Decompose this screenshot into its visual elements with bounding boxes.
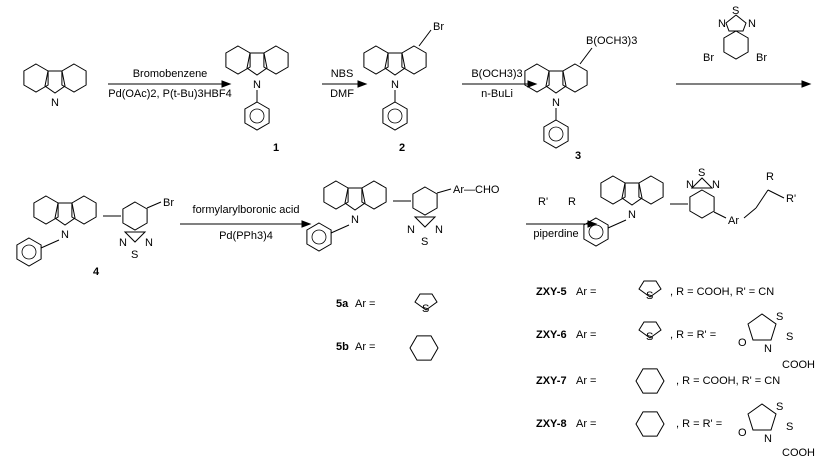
atom-n: N [628, 209, 636, 221]
arrow1-reagent: Bromobenzene [132, 68, 208, 80]
product-label-zxy7: ZXY-7 [536, 375, 567, 387]
cooh-group: COOH [782, 359, 815, 371]
atom-n: N [748, 18, 756, 30]
phenylene-5b [409, 335, 439, 361]
atom-n: N [712, 179, 720, 191]
product-label-zxy8: ZXY-8 [536, 418, 567, 430]
product-ar-zxy6: Ar = [576, 329, 597, 341]
compound-1-structure: N [226, 46, 288, 130]
atom-o: O [738, 337, 747, 349]
atom-n: N [351, 214, 359, 226]
compound-label-4: 4 [92, 266, 100, 278]
product-sub-zxy6: , R = R' = [670, 329, 717, 341]
product-sub-zxy8: , R = R' = [676, 418, 723, 430]
atom-s: S [776, 311, 783, 323]
phenylene-zxy7 [635, 368, 665, 394]
arrow6-r: R [568, 196, 576, 208]
atom-s: S [732, 5, 739, 17]
product-sub-zxy5: , R = COOH, R' = CN [670, 286, 775, 298]
atom-br: Br [163, 197, 174, 209]
compound-3-structure: N B(OCH3)3 [525, 35, 637, 148]
thiophene-zxy6: S [638, 321, 662, 343]
atom-n: N [718, 18, 726, 30]
cooh-group: COOH [782, 447, 815, 459]
arrow3-base: n-BuLi [481, 88, 513, 100]
compound-2-structure: N Br [364, 21, 444, 130]
atom-s: S [421, 236, 428, 248]
atom-n: N [253, 79, 261, 91]
atom-r: R [766, 171, 774, 183]
atom-s: S [698, 167, 705, 179]
arrow2-solvent: DMF [330, 88, 354, 100]
product-label-zxy5: ZXY-5 [536, 286, 567, 298]
compound-5-structure: N S N N Ar—CHO [307, 181, 500, 251]
atom-n: N [686, 179, 694, 191]
atom-n: N [391, 79, 399, 91]
thiophene-5a: S [414, 293, 438, 315]
arrow6-r-prime: R' [538, 196, 549, 208]
product-ar-zxy8: Ar = [576, 418, 597, 430]
atom-n: N [552, 97, 560, 109]
atom-n: N [61, 229, 69, 241]
benzothiadiazole-reagent: S N N [718, 5, 756, 60]
variant-text-5a: Ar = [355, 298, 376, 310]
atom-o: O [738, 427, 747, 439]
arrow5-catalyst: Pd(PPh3)4 [219, 230, 273, 242]
atom-n: N [764, 433, 772, 445]
atom-n: N [119, 237, 127, 249]
reaction-arrows [108, 80, 812, 228]
atom-n: N [51, 97, 59, 109]
compound-label-1: 1 [272, 142, 280, 154]
arrow6-base: piperdine [533, 228, 579, 240]
atom-ar-cho: Ar—CHO [453, 184, 500, 196]
atom-n: N [145, 237, 153, 249]
atom-boronate: B(OCH3)3 [586, 35, 637, 47]
atom-n: N [435, 224, 443, 236]
product-ar-zxy5: Ar = [576, 286, 597, 298]
atom-r-prime: R' [786, 193, 796, 205]
atom-n: N [764, 343, 772, 355]
product-sub-zxy7: , R = COOH, R' = CN [676, 375, 781, 387]
variant-label-5b: 5b [336, 341, 349, 353]
atom-s: S [646, 331, 653, 343]
phenylene-zxy8 [635, 411, 665, 437]
compound-4-structure: N S N N Br [17, 196, 174, 266]
atom-br: Br [433, 21, 444, 33]
rhodanine-zxy6: S S O N COOH [738, 311, 815, 371]
compound-label-3: 3 [574, 150, 582, 162]
atom-s: S [786, 331, 793, 343]
atom-s: S [131, 249, 138, 261]
arrow3-reagent: B(OCH3)3 [471, 68, 523, 80]
product-structure: N S N N Ar R R' [584, 167, 796, 246]
variant-label-5a: 5a [336, 298, 349, 310]
product-ar-zxy7: Ar = [576, 375, 597, 387]
arrow2-reagent: NBS [330, 68, 354, 80]
variant-text-5b: Ar = [355, 341, 376, 353]
arrow4-br-left: Br [703, 52, 714, 64]
rhodanine-zxy8: S S O N COOH [738, 401, 815, 459]
arrow1-conditions: Pd(OAc)2, P(t-Bu)3HBF4 [108, 88, 232, 100]
compound-label-2: 2 [398, 142, 406, 154]
atom-ar: Ar [728, 215, 739, 227]
atom-s: S [646, 290, 653, 302]
product-label-zxy6: ZXY-6 [536, 329, 567, 341]
carbazole-start: N [24, 64, 86, 109]
atom-s: S [776, 401, 783, 413]
atom-s: S [786, 421, 793, 433]
atom-n: N [407, 224, 415, 236]
arrow5-reagent: formylarylboronic acid [192, 204, 300, 216]
arrow4-br-right: Br [756, 52, 767, 64]
thiophene-zxy5: S [638, 280, 662, 302]
atom-s: S [422, 303, 429, 315]
